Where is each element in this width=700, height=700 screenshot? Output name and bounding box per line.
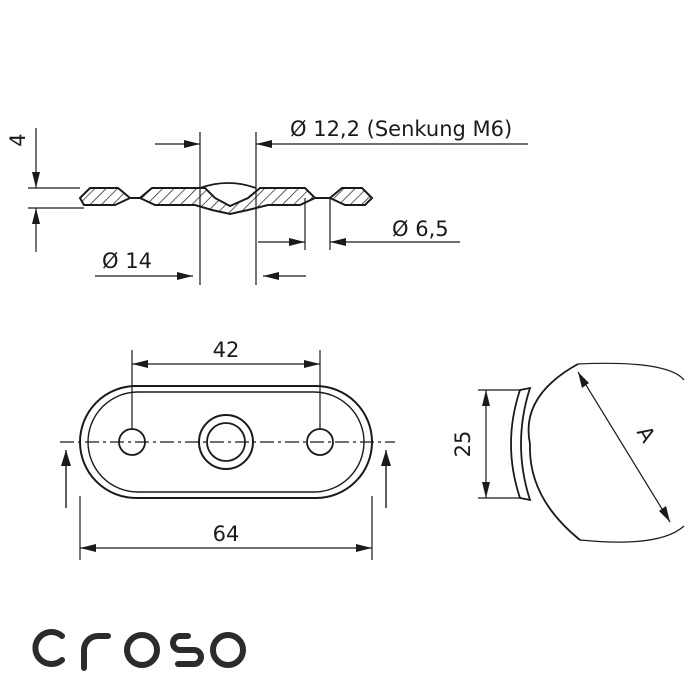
arrowhead <box>330 238 346 246</box>
arrowhead <box>184 140 200 148</box>
croso-logo <box>32 629 246 671</box>
dimension-line <box>577 371 671 523</box>
arrowhead <box>132 360 148 368</box>
tube-outline <box>579 525 685 543</box>
arrowhead <box>256 140 272 148</box>
spacing-label: 42 <box>213 338 240 362</box>
arrowhead <box>356 544 372 552</box>
countersink-label: Ø 12,2 (Senkung M6) <box>290 117 512 141</box>
top-view: 42 64 <box>60 338 395 560</box>
arrowhead <box>578 372 589 388</box>
arrowhead <box>381 450 391 466</box>
arrowhead <box>289 238 305 246</box>
arrowhead <box>304 360 320 368</box>
arrowhead <box>177 272 193 280</box>
section-view: 4 Ø 12,2 (Senkung M6) Ø 6,5 Ø 14 <box>6 117 528 285</box>
arrowhead <box>80 544 96 552</box>
tube-arc <box>527 363 581 541</box>
countersink-arc <box>199 182 257 189</box>
curved-plate <box>510 386 532 502</box>
thickness-label: 4 <box>6 133 30 146</box>
arrowhead <box>659 506 670 522</box>
arrowhead <box>482 390 490 406</box>
tube-outline <box>577 362 685 381</box>
arrowhead <box>263 272 279 280</box>
plate-section <box>78 187 374 216</box>
arrowhead <box>32 172 40 188</box>
arrowhead <box>482 482 490 498</box>
length-label: 64 <box>213 522 240 546</box>
hole-label: Ø 6,5 <box>392 217 449 241</box>
radius-label: A <box>632 422 660 447</box>
arrowhead <box>61 450 71 466</box>
height-label: 25 <box>451 431 475 458</box>
side-view: 25 A <box>451 362 685 543</box>
diameter-label: Ø 14 <box>102 249 152 273</box>
arrowhead <box>32 208 40 224</box>
